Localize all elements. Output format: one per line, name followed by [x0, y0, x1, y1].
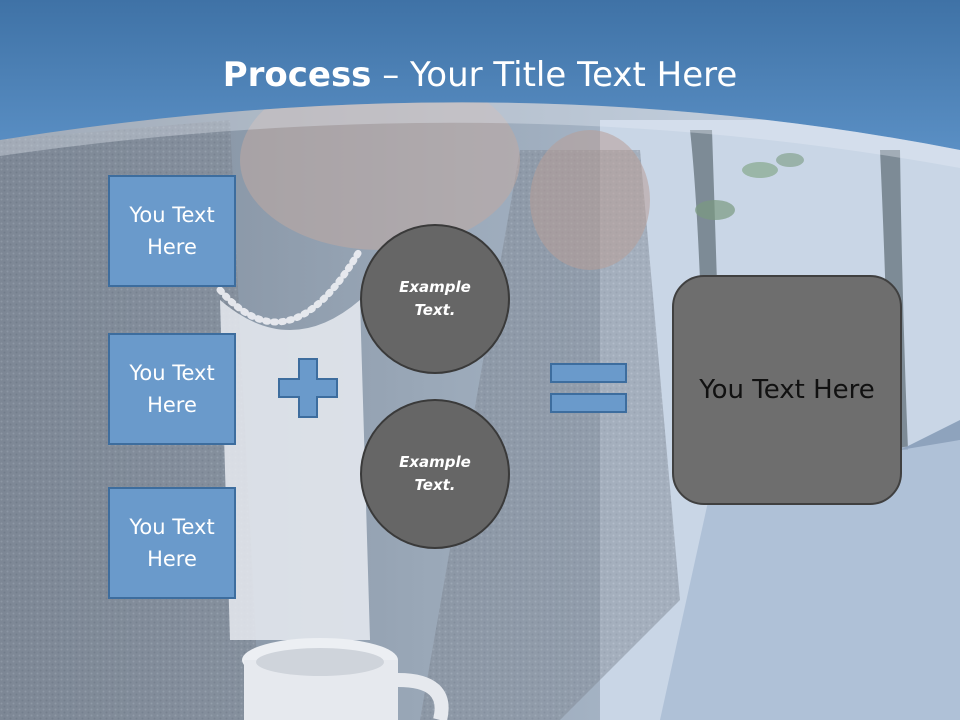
example-circle-label: Example Text.: [399, 278, 471, 319]
example-circle-label: Example Text.: [399, 453, 471, 494]
process-box-label: You Text Here: [129, 203, 215, 259]
process-box-label: You Text Here: [129, 515, 215, 571]
equals-bar-top: [550, 363, 627, 383]
plus-icon: [278, 358, 338, 418]
process-box-3[interactable]: You Text Here: [108, 487, 236, 599]
title-bold: Process: [222, 55, 372, 95]
process-box-label: You Text Here: [129, 361, 215, 417]
title-rest: – Your Title Text Here: [371, 55, 738, 95]
equals-bar-bottom: [550, 393, 627, 413]
process-box-1[interactable]: You Text Here: [108, 175, 236, 287]
slide-title: Process – Your Title Text Here: [0, 52, 960, 98]
result-label: You Text Here: [699, 375, 875, 405]
process-box-2[interactable]: You Text Here: [108, 333, 236, 445]
example-circle-2[interactable]: Example Text.: [360, 399, 510, 549]
example-circle-1[interactable]: Example Text.: [360, 224, 510, 374]
result-box[interactable]: You Text Here: [672, 275, 902, 505]
